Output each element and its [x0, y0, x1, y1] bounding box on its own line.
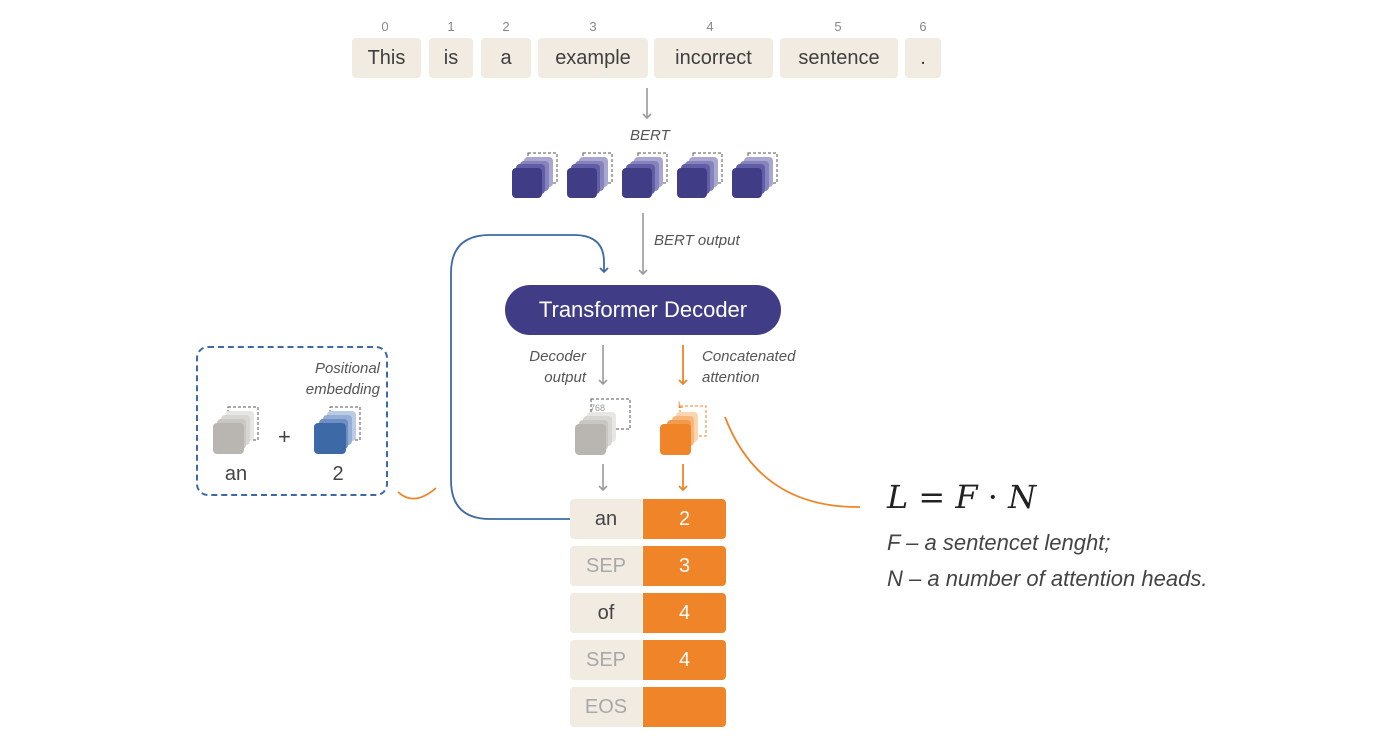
decoder-output-label-line: Decoder — [529, 348, 586, 365]
attention-embedding — [660, 405, 707, 455]
bert-embedding-stack — [567, 152, 613, 198]
output-word: SEP — [570, 546, 642, 586]
bert-embedding-stack — [512, 152, 558, 198]
bert-embedding-stack — [677, 152, 723, 198]
concat-attention-label-line: attention — [702, 369, 760, 386]
bert-embedding-stack — [732, 152, 778, 198]
decoder-dim-label: 768 — [590, 403, 605, 413]
output-word: SEP — [570, 640, 642, 680]
output-word: EOS — [570, 687, 642, 727]
positional-index: 2 — [332, 463, 344, 485]
output-position: 4 — [643, 640, 726, 680]
concat-attention-label: Concatenated attention — [702, 346, 795, 388]
input-token: is — [429, 38, 473, 78]
plus-sign: + — [278, 424, 291, 449]
output-position: 2 — [643, 499, 726, 539]
input-token: . — [905, 38, 941, 78]
input-token: example — [538, 38, 648, 78]
concat-attention-label-line: Concatenated — [702, 348, 796, 365]
legend-n: N – a number of attention heads. — [887, 566, 1208, 591]
formula-dot: · — [987, 478, 998, 516]
decoder-output-label-line: output — [544, 369, 586, 386]
input-token: This — [352, 38, 421, 78]
attention-formula: L = F · N — [887, 478, 1036, 516]
token-index: 2 — [502, 19, 510, 34]
formula-n: N — [1008, 478, 1037, 516]
output-word: of — [570, 593, 642, 633]
positional-word: an — [224, 463, 248, 485]
formula-f: F — [955, 478, 978, 516]
input-token: incorrect — [654, 38, 773, 78]
input-token: a — [481, 38, 531, 78]
input-token: sentence — [780, 38, 898, 78]
decoder-output-embedding — [575, 398, 631, 455]
bert-label: BERT — [630, 127, 670, 144]
formula-equals: = — [918, 478, 946, 516]
feedback-loop — [450, 234, 609, 520]
legend-f: F – a sentencet lenght; — [887, 530, 1111, 555]
positional-connector — [397, 487, 437, 500]
token-index: 5 — [834, 19, 842, 34]
attention-dim-label: L — [678, 400, 683, 410]
positional-label-line: embedding — [305, 381, 380, 398]
token-index: 4 — [706, 19, 714, 34]
output-position: 3 — [643, 546, 726, 586]
positional-embedding-label: Positional embedding — [300, 358, 380, 400]
position-embedding — [314, 406, 361, 454]
bert-output-label: BERT output — [654, 232, 740, 249]
positional-embedding-box — [196, 346, 388, 496]
token-index: 6 — [919, 19, 927, 34]
decoder-output-label: Decoder output — [500, 346, 586, 388]
bert-embedding-stack — [622, 152, 668, 198]
transformer-decoder: Transformer Decoder — [505, 285, 781, 335]
bert-embeddings — [512, 152, 778, 198]
formula-connector — [724, 416, 861, 508]
token-index: 1 — [447, 19, 455, 34]
output-position: 4 — [643, 593, 726, 633]
output-word: an — [570, 499, 642, 539]
word-embedding — [213, 406, 259, 454]
formula-l: L — [887, 478, 909, 516]
output-position — [643, 687, 726, 727]
token-index: 3 — [589, 19, 597, 34]
positional-label-line: Positional — [314, 360, 380, 377]
token-index: 0 — [381, 19, 389, 34]
